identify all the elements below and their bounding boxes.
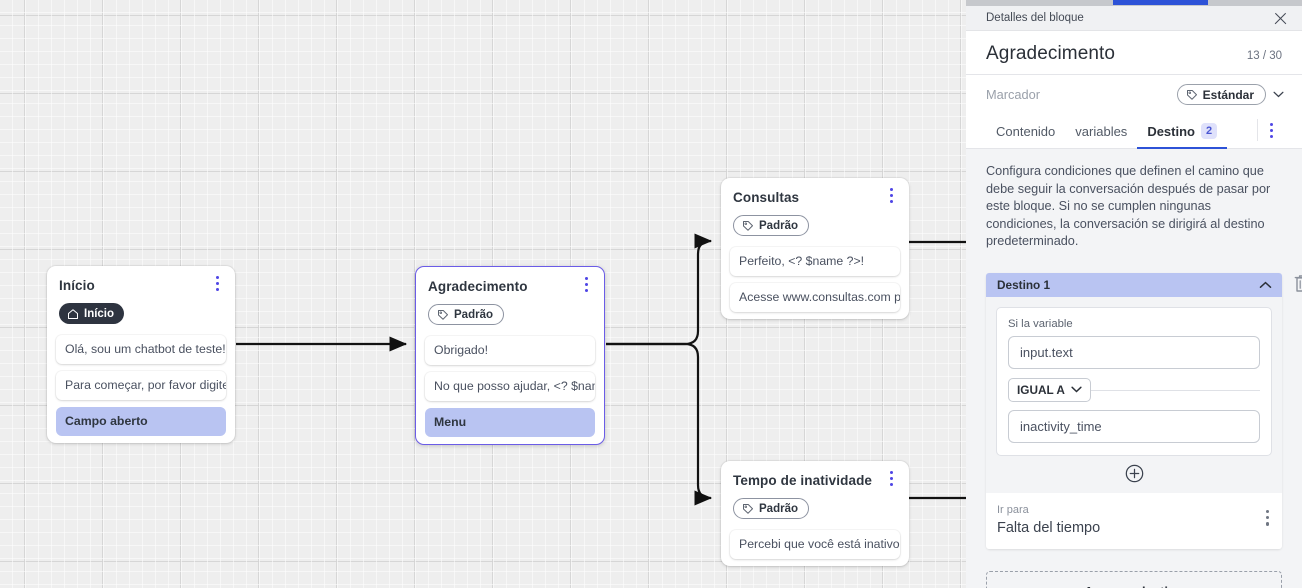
flow-node-tempo-de-inatividade[interactable]: Tempo de inatividade Padrão Percebi que … (721, 461, 909, 566)
goto-caption: Ir para (997, 503, 1029, 516)
tag-icon (743, 220, 753, 231)
close-icon[interactable] (1273, 11, 1288, 26)
panel-header-title: Detalles del bloque (986, 12, 1084, 24)
destination-label: Destino 1 (997, 277, 1051, 292)
node-body: Percebi que você está inativo. C... (721, 529, 909, 559)
tab-label: Destino (1147, 123, 1195, 139)
marker-row: Marcador Estándar (966, 75, 1302, 114)
chevron-down-icon (1071, 387, 1082, 394)
kebab-icon[interactable] (1257, 119, 1288, 141)
panel-header: Detalles del bloque (966, 6, 1302, 31)
node-header: Tempo de inatividade Padrão (721, 461, 909, 520)
flow-node-consultas[interactable]: Consultas Padrão Perfeito, <? $name ?>! … (721, 178, 909, 319)
node-tag: Início (59, 303, 125, 324)
marker-label: Marcador (986, 87, 1041, 102)
panel-body: Configura condiciones que definen el cam… (966, 149, 1302, 549)
panel-scrollbar-thumb[interactable] (1113, 0, 1208, 5)
node-title: Agradecimento (428, 279, 528, 294)
node-title: Início (59, 278, 95, 293)
char-counter: 13 / 30 (1246, 50, 1282, 62)
kebab-icon[interactable] (1265, 503, 1269, 526)
tag-icon (1186, 89, 1197, 100)
node-header: Início Início (47, 266, 235, 325)
chevron-up-icon[interactable] (1259, 281, 1272, 289)
compare-value-field[interactable]: inactivity_time (1008, 409, 1260, 443)
trash-icon[interactable] (1294, 274, 1302, 293)
node-title: Tempo de inatividade (733, 473, 873, 488)
node-tag-label: Padrão (759, 219, 798, 232)
flow-canvas[interactable]: Início Início Olá, sou um chatbot de tes… (0, 0, 966, 588)
block-details-panel: Detalles del bloque Agradecimento 13 / 3… (966, 0, 1302, 588)
node-message[interactable]: Perfeito, <? $name ?>! (730, 246, 900, 276)
block-title-row: Agradecimento 13 / 30 (966, 31, 1302, 75)
chevron-down-icon[interactable] (1273, 91, 1284, 98)
tab-label: variables (1075, 124, 1128, 139)
panel-tabs: Contenido variables Destino 2 (966, 114, 1302, 149)
marker-value-pill[interactable]: Estándar (1176, 84, 1266, 105)
node-message-highlighted[interactable]: Campo aberto (56, 406, 226, 436)
plus-circle-icon[interactable] (1125, 464, 1144, 483)
node-body: Obrigado! No que posso ajudar, <? $name … (416, 335, 604, 437)
node-menu-icon[interactable] (883, 188, 899, 206)
tag-icon (743, 503, 753, 514)
condition-caption: Si la variable (1008, 317, 1073, 330)
node-menu-icon[interactable] (578, 277, 594, 295)
home-icon (68, 308, 78, 319)
flow-node-agradecimento[interactable]: Agradecimento Padrão Obrigado! No que po… (415, 266, 605, 445)
flow-node-inicio[interactable]: Início Início Olá, sou um chatbot de tes… (47, 266, 235, 443)
node-menu-icon[interactable] (209, 276, 225, 294)
operator-label: IGUAL A (1017, 382, 1065, 397)
page-title: Agradecimento (986, 43, 1116, 64)
node-body: Olá, sou um chatbot de teste! Para começ… (47, 334, 235, 436)
node-header: Agradecimento Padrão (416, 267, 604, 326)
tab-variables[interactable]: variables (1065, 124, 1137, 148)
tab-destino[interactable]: Destino 2 (1137, 123, 1227, 149)
tab-badge: 2 (1200, 123, 1218, 139)
destination-description: Configura condiciones que definen el cam… (986, 164, 1271, 249)
node-tag: Padrão (428, 304, 504, 325)
panel-inner: Agradecimento 13 / 30 Marcador Estándar (966, 31, 1302, 149)
destination-card: Destino 1 Si la variable (986, 272, 1302, 549)
variable-field[interactable]: input.text (1008, 335, 1260, 369)
goto-row[interactable]: Ir para Falta del tiempo (986, 492, 1282, 549)
node-message[interactable]: Olá, sou um chatbot de teste! (56, 334, 226, 364)
node-menu-icon[interactable] (883, 471, 899, 489)
node-tag: Padrão (733, 215, 809, 236)
node-title: Consultas (733, 190, 800, 205)
tab-label: Contenido (996, 124, 1056, 139)
node-tag: Padrão (733, 498, 809, 519)
node-tag-label: Início (84, 307, 115, 320)
add-condition-row (986, 455, 1282, 493)
node-body: Perfeito, <? $name ?>! Acesse www.consul… (721, 246, 909, 312)
node-tag-label: Padrão (454, 308, 493, 321)
node-message[interactable]: Acesse www.consultas.com par... (730, 282, 900, 312)
node-message[interactable]: No que posso ajudar, <? $name ... (425, 371, 595, 401)
marker-controls: Estándar (1176, 84, 1284, 105)
node-message-highlighted[interactable]: Menu (425, 407, 595, 437)
goto-text: Ir para Falta del tiempo (997, 503, 1100, 538)
tag-icon (438, 309, 448, 320)
variable-field-value: input.text (1020, 344, 1073, 360)
node-tag-label: Padrão (759, 502, 798, 515)
node-message[interactable]: Para começar, por favor digite o ... (56, 370, 226, 400)
condition-wrapper: Si la variable input.text IGUAL A (986, 296, 1282, 456)
add-destination-button[interactable]: Agregar destino (986, 570, 1282, 588)
destination-header[interactable]: Destino 1 (986, 272, 1282, 297)
goto-value: Falta del tiempo (997, 519, 1101, 536)
operator-select[interactable]: IGUAL A (1008, 377, 1091, 402)
condition-box: Si la variable input.text IGUAL A (996, 306, 1272, 456)
node-header: Consultas Padrão (721, 178, 909, 237)
tab-contenido[interactable]: Contenido (986, 124, 1065, 148)
node-message[interactable]: Obrigado! (425, 335, 595, 365)
marker-value-label: Estándar (1202, 87, 1254, 102)
node-message[interactable]: Percebi que você está inativo. C... (730, 529, 900, 559)
compare-value: inactivity_time (1020, 418, 1102, 434)
operator-row: IGUAL A (1008, 377, 1260, 402)
panel-scrollbar-track[interactable] (966, 0, 1302, 6)
